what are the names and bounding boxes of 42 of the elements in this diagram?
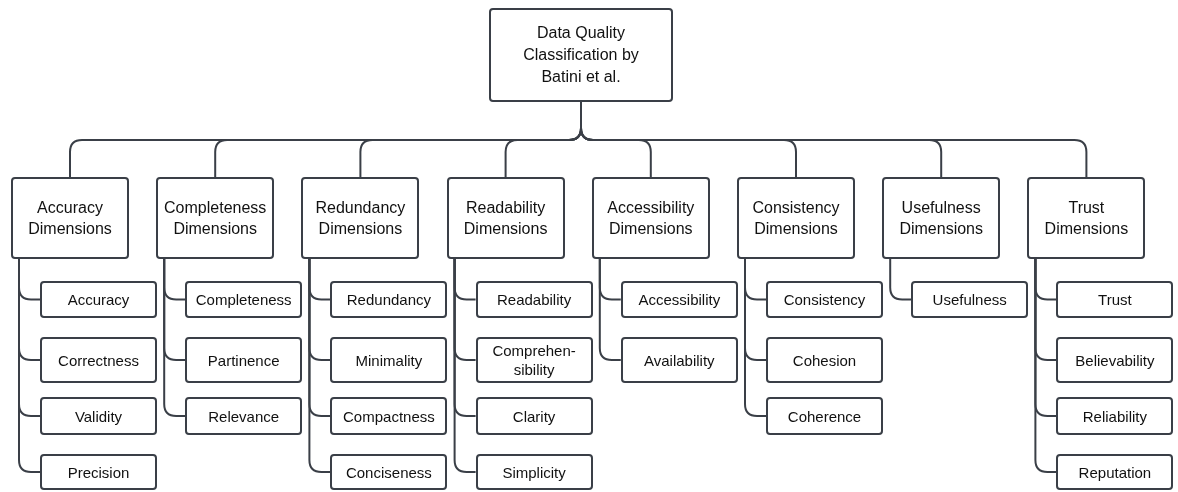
connector-line (18, 258, 41, 473)
connector-line (453, 258, 477, 473)
item-box: Coherence (766, 397, 883, 435)
item-box: Partinence (185, 337, 303, 383)
root-box: Data Quality Classification by Batini et al. (489, 8, 673, 102)
item-box: Reputation (1056, 454, 1174, 490)
item-box: Cohesion (766, 337, 883, 383)
item-box: Clarity (475, 397, 593, 435)
item-box: Reliability (1056, 397, 1174, 435)
item-box: Redundancy (330, 281, 448, 318)
connector-line (1034, 258, 1058, 473)
item-box: Compactness (330, 397, 448, 435)
connector-line (889, 258, 913, 301)
item-box: Accuracy (40, 281, 157, 318)
category-box: Usefulness Dimensions (882, 177, 1001, 259)
item-box: Consistency (766, 281, 883, 318)
connector-line (598, 258, 622, 361)
category-box: Accuracy Dimensions (11, 177, 129, 259)
category-box: Consistency Dimensions (737, 177, 855, 259)
category-box: Trust Dimensions (1027, 177, 1146, 259)
category-box: Readability Dimensions (446, 177, 565, 259)
connector-line (744, 258, 767, 417)
item-box: Correctness (40, 337, 157, 383)
item-box: Availability (620, 337, 738, 383)
item-box: Accessibility (620, 281, 738, 318)
item-box: Minimality (330, 337, 448, 383)
item-box: Validity (40, 397, 157, 435)
connector-line (308, 258, 332, 473)
item-box: Precision (40, 454, 157, 490)
item-box: Completeness (185, 281, 303, 318)
item-box: Trust (1056, 281, 1174, 318)
connector-line (163, 258, 187, 417)
item-box: Simplicity (475, 454, 593, 490)
category-box: Completeness Dimensions (156, 177, 275, 259)
item-box: Believability (1056, 337, 1174, 383)
item-box: Relevance (185, 397, 303, 435)
item-box: Comprehen-sibility (475, 337, 593, 383)
item-box: Usefulness (911, 281, 1029, 318)
item-box: Readability (475, 281, 593, 318)
category-box: Accessibility Dimensions (591, 177, 710, 259)
item-box: Conciseness (330, 454, 448, 490)
category-box: Redundancy Dimensions (301, 177, 420, 259)
